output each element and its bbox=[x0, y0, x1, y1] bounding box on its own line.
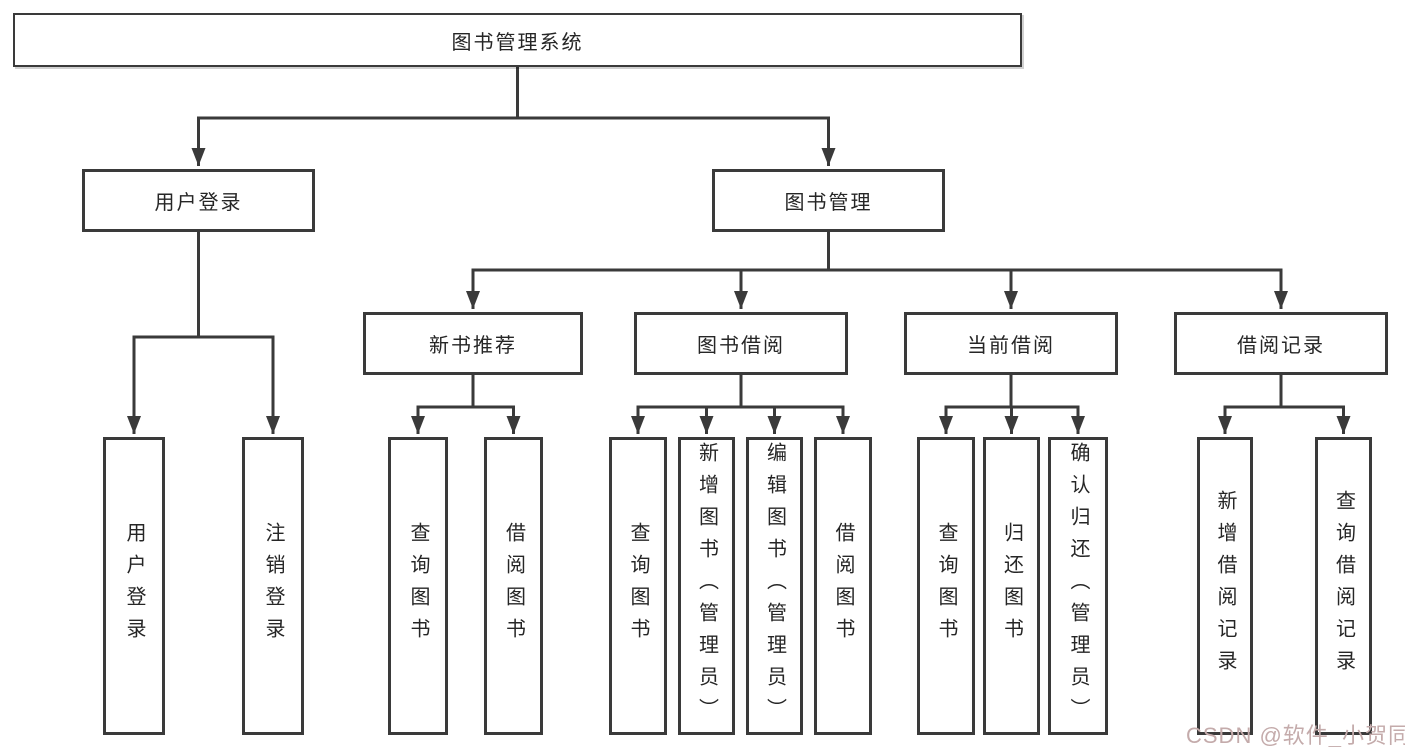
connector-book-borrow-to-leaves bbox=[631, 375, 850, 434]
leaf-user-login-label: 用户登录 bbox=[123, 522, 145, 650]
connector-book-mgmt-to-level3 bbox=[466, 232, 1288, 309]
leaf-logout: 注销登录 bbox=[242, 437, 304, 735]
leaf-borrow-add-admin: 新增图书（管理员） bbox=[678, 437, 735, 735]
leaf-borrow-edit-admin-label: 编辑图书（管理员） bbox=[763, 442, 786, 730]
leaf-newbook-query: 查询图书 bbox=[388, 437, 448, 735]
leaf-newbook-borrow: 借阅图书 bbox=[484, 437, 543, 735]
node-borrow-record-label: 借阅记录 bbox=[1237, 335, 1325, 357]
leaf-record-query: 查询借阅记录 bbox=[1315, 437, 1372, 735]
node-new-book: 新书推荐 bbox=[363, 312, 583, 375]
connector-root-to-level2 bbox=[191, 67, 836, 166]
leaf-current-confirm-admin-label: 确认归还（管理员） bbox=[1067, 442, 1089, 730]
leaf-borrow-add-admin-label: 新增图书（管理员） bbox=[695, 442, 718, 730]
leaf-current-confirm-admin: 确认归还（管理员） bbox=[1048, 437, 1108, 735]
node-user-login: 用户登录 bbox=[82, 169, 315, 232]
leaf-current-query: 查询图书 bbox=[917, 437, 975, 735]
csdn-watermark: CSDN @软件_小贺同学 bbox=[1186, 723, 1405, 747]
leaf-newbook-borrow-label: 借阅图书 bbox=[502, 522, 525, 650]
node-borrow-record: 借阅记录 bbox=[1174, 312, 1388, 375]
leaf-borrow-edit-admin: 编辑图书（管理员） bbox=[746, 437, 803, 735]
node-root-label: 图书管理系统 bbox=[451, 31, 584, 54]
node-current-borrow-label: 当前借阅 bbox=[967, 335, 1055, 357]
node-user-login-label: 用户登录 bbox=[154, 192, 243, 214]
node-book-borrow: 图书借阅 bbox=[634, 312, 848, 375]
connector-user-login-to-leaves bbox=[127, 232, 280, 434]
leaf-current-query-label: 查询图书 bbox=[935, 522, 957, 650]
leaf-user-login: 用户登录 bbox=[103, 437, 165, 735]
leaf-borrow-book: 借阅图书 bbox=[814, 437, 872, 735]
leaf-record-query-label: 查询借阅记录 bbox=[1332, 490, 1355, 682]
leaf-borrow-book-label: 借阅图书 bbox=[832, 522, 854, 650]
node-book-borrow-label: 图书借阅 bbox=[697, 335, 785, 357]
leaf-current-return-label: 归还图书 bbox=[1000, 522, 1023, 650]
leaf-record-add: 新增借阅记录 bbox=[1197, 437, 1253, 735]
node-book-mgmt: 图书管理 bbox=[712, 169, 945, 232]
leaf-borrow-query: 查询图书 bbox=[609, 437, 667, 735]
leaf-newbook-query-label: 查询图书 bbox=[407, 522, 429, 650]
node-root-system: 图书管理系统 bbox=[13, 13, 1022, 67]
leaf-borrow-query-label: 查询图书 bbox=[627, 522, 649, 650]
leaf-record-add-label: 新增借阅记录 bbox=[1214, 490, 1236, 682]
node-new-book-label: 新书推荐 bbox=[429, 335, 517, 357]
node-current-borrow: 当前借阅 bbox=[904, 312, 1118, 375]
connector-borrow-record-to-leaves bbox=[1218, 375, 1351, 434]
connector-current-borrow-to-leaves bbox=[939, 375, 1085, 434]
leaf-current-return: 归还图书 bbox=[983, 437, 1040, 735]
connector-new-book-to-leaves bbox=[411, 375, 521, 434]
node-book-mgmt-label: 图书管理 bbox=[784, 192, 873, 214]
leaf-logout-label: 注销登录 bbox=[262, 522, 284, 650]
